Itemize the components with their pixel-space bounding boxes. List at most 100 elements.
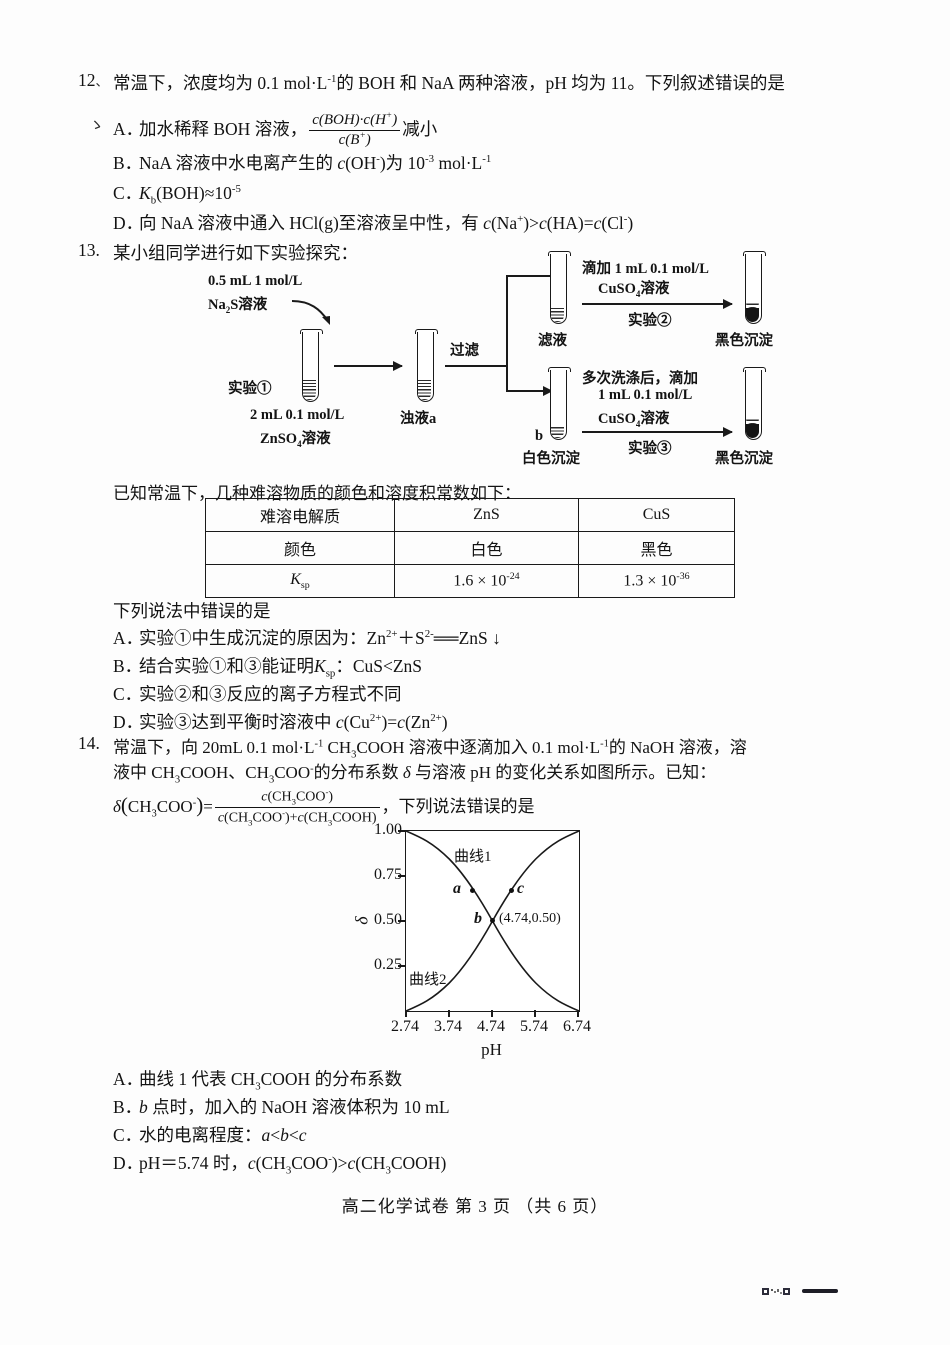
label-black-precipitate-1: 黑色沉淀: [715, 333, 773, 349]
q13-option-d-label: D．: [113, 712, 144, 732]
q13-options-intro: 下列说法中错误的是: [113, 601, 271, 621]
ytick-label-0-25: 0.25: [374, 956, 402, 973]
label-filter: 过滤: [450, 343, 479, 359]
label-experiment-2: 实验②: [628, 313, 672, 329]
q12-option-d: D．向 NaA 溶液中通入 HCl(g)至溶液呈中性，有 c(Na+)>c(HA…: [113, 210, 633, 235]
q12-option-d-label: D．: [113, 213, 144, 233]
q14-stem-line-1: 常温下，向 20mL 0.1 mol·L-1 CH3COOH 溶液中逐滴加入 0…: [113, 738, 747, 761]
experiment-flow-diagram: 0.5 mL 1 mol/L Na2S溶液 实验① 2 mL 0.1 mol/L…: [150, 251, 850, 470]
test-tube-filtrate: [548, 251, 571, 324]
distribution-coefficient-chart: 曲线1 曲线2 a c b (4.74,0.50) 1.00 0.75 0.50…: [352, 821, 622, 1062]
tube-lip: [415, 329, 438, 334]
stray-pen-mark-a: ゝ: [89, 118, 105, 134]
tube-lip: [300, 329, 323, 334]
point-b-coordinates: (4.74,0.50): [499, 911, 561, 926]
point-c-dot: [509, 888, 514, 893]
test-tube-turbid-a: [415, 329, 438, 402]
curve-1-label: 曲线1: [454, 849, 492, 865]
q14-delta-formula: δ(CH3COO-)= c(CH3COO-) c(CH3COO-)+c(CH3C…: [113, 787, 535, 828]
point-c-label: c: [517, 880, 525, 897]
xtick-5-74: [534, 1010, 536, 1017]
pour-arrow-icon: [291, 300, 330, 325]
q12-option-b-label: B．: [113, 153, 143, 173]
xtick-3-74: [448, 1010, 450, 1017]
question-13-stem: 某小组同学进行如下实验探究：: [113, 243, 358, 263]
table-value-cus-color: 黑色: [578, 531, 735, 565]
question-12-number: 12、: [78, 70, 109, 91]
table-row: 难溶电解质 ZnS CuS: [205, 498, 735, 532]
ytick-0-25: [398, 965, 405, 967]
tube-lip: [548, 367, 571, 372]
ytick-label-1-00: 1.00: [374, 821, 402, 838]
q12-option-c-label: C．: [113, 183, 143, 203]
table-label-color: 颜色: [205, 531, 395, 565]
test-tube-experiment-1: [300, 329, 323, 402]
tube-body: [550, 370, 567, 440]
tube-lip: [743, 251, 766, 256]
test-tube-white-precipitate-b: [548, 367, 571, 440]
xtick-4-74: [491, 1010, 493, 1017]
tube-liquid-black: [746, 424, 759, 438]
tube-liquid-black: [746, 308, 759, 322]
arrow-branch-lower: [506, 385, 553, 396]
q12-frac-numerator: c(BOH)·c(H+): [312, 111, 398, 128]
point-b-label: b: [474, 910, 482, 927]
ytick-1-00: [398, 830, 405, 832]
q12-option-a-fraction: c(BOH)·c(H+) c(B+): [309, 111, 401, 150]
ytick-0-75: [398, 875, 405, 877]
q14-frac-numerator: c(CH3COO-): [261, 787, 334, 807]
line-branch-upper: [506, 275, 552, 277]
stray-pen-mark-12: 、: [95, 74, 109, 89]
table-row: 颜色 白色 黑色: [205, 531, 735, 565]
chart-plot-box: 曲线1 曲线2 a c b (4.74,0.50): [405, 830, 580, 1012]
q13-option-b: B．结合实验①和③能证明Ksp：CuS<ZnS: [113, 653, 422, 680]
table-value-cus-ksp: 1.3 × 10-36: [578, 564, 735, 598]
label-experiment-1: 实验①: [228, 381, 272, 397]
scan-mark-artifact: [762, 1286, 872, 1313]
test-tube-black-precipitate-2: [743, 367, 766, 440]
point-a-label: a: [453, 880, 461, 897]
table-value-zns-ksp: 1.6 × 10-24: [394, 564, 579, 598]
q12-num-text: 12: [78, 70, 96, 90]
q12-option-c: C．Kb(BOH)≈10-5: [113, 180, 241, 207]
question-14-number: 14.: [78, 733, 100, 753]
q12-frac-denominator: c(B+): [309, 129, 401, 150]
xtick-2-74: [405, 1010, 407, 1017]
table-label-ksp: Ksp: [205, 564, 395, 598]
arrow-experiment-2: [582, 298, 733, 309]
table-header-substance: 难溶电解质: [205, 498, 395, 532]
tube-liquid-turbid: [303, 380, 316, 400]
label-tube-b-marker: b: [535, 428, 544, 444]
tube-liquid-line: [746, 419, 759, 424]
qr-code-icon: [762, 1288, 838, 1295]
table-row: Ksp 1.6 × 10-24 1.3 × 10-36: [205, 564, 735, 598]
q12-stem-part1: 常温下，浓度均为 0.1 mol·L: [113, 73, 328, 93]
xtick-label-6-74: 6.74: [563, 1018, 591, 1035]
tube-lip: [548, 251, 571, 256]
ytick-0-50: [398, 920, 405, 922]
q12-option-a-label: A．: [113, 119, 144, 140]
ytick-label-0-75: 0.75: [374, 866, 402, 883]
tube-liquid-white: [551, 426, 564, 438]
page-footer: 高二化学试卷 第 3 页 （共 6 页）: [341, 1197, 609, 1216]
curve-2-label: 曲线2: [409, 972, 447, 988]
line-filter-stem: [445, 365, 507, 367]
q14-option-b-label: B．: [113, 1097, 143, 1117]
q14-option-d-label: D．: [113, 1153, 144, 1173]
q13-option-c: C．实验②和③反应的离子方程式不同: [113, 681, 402, 706]
table-header-zns: ZnS: [394, 498, 579, 532]
q14-option-a-label: A．: [113, 1069, 144, 1089]
q14-option-d: D．pH＝5.74 时，c(CH3COO-)>c(CH3COOH): [113, 1150, 446, 1177]
label-experiment-3: 实验③: [628, 441, 672, 457]
xtick-label-4-74: 4.74: [477, 1018, 505, 1035]
test-tube-black-precipitate-1: [743, 251, 766, 324]
arrow-tube1-to-tube2: [334, 360, 403, 371]
label-turbid-liquid-a: 浊液a: [400, 411, 437, 427]
q14-option-b: B．b 点时，加入的 NaOH 溶液体积为 10 mL: [113, 1094, 450, 1119]
q14-frac-denominator: c(CH3COO-)+c(CH3COOH): [214, 806, 380, 828]
ksp-table: 难溶电解质 ZnS CuS 颜色 白色 黑色 Ksp 1.6 × 10-24 1…: [205, 498, 735, 598]
q12-stem-exponent: -1: [327, 73, 337, 86]
line-branch-vertical: [506, 275, 508, 392]
q13-option-c-label: C．: [113, 684, 143, 704]
